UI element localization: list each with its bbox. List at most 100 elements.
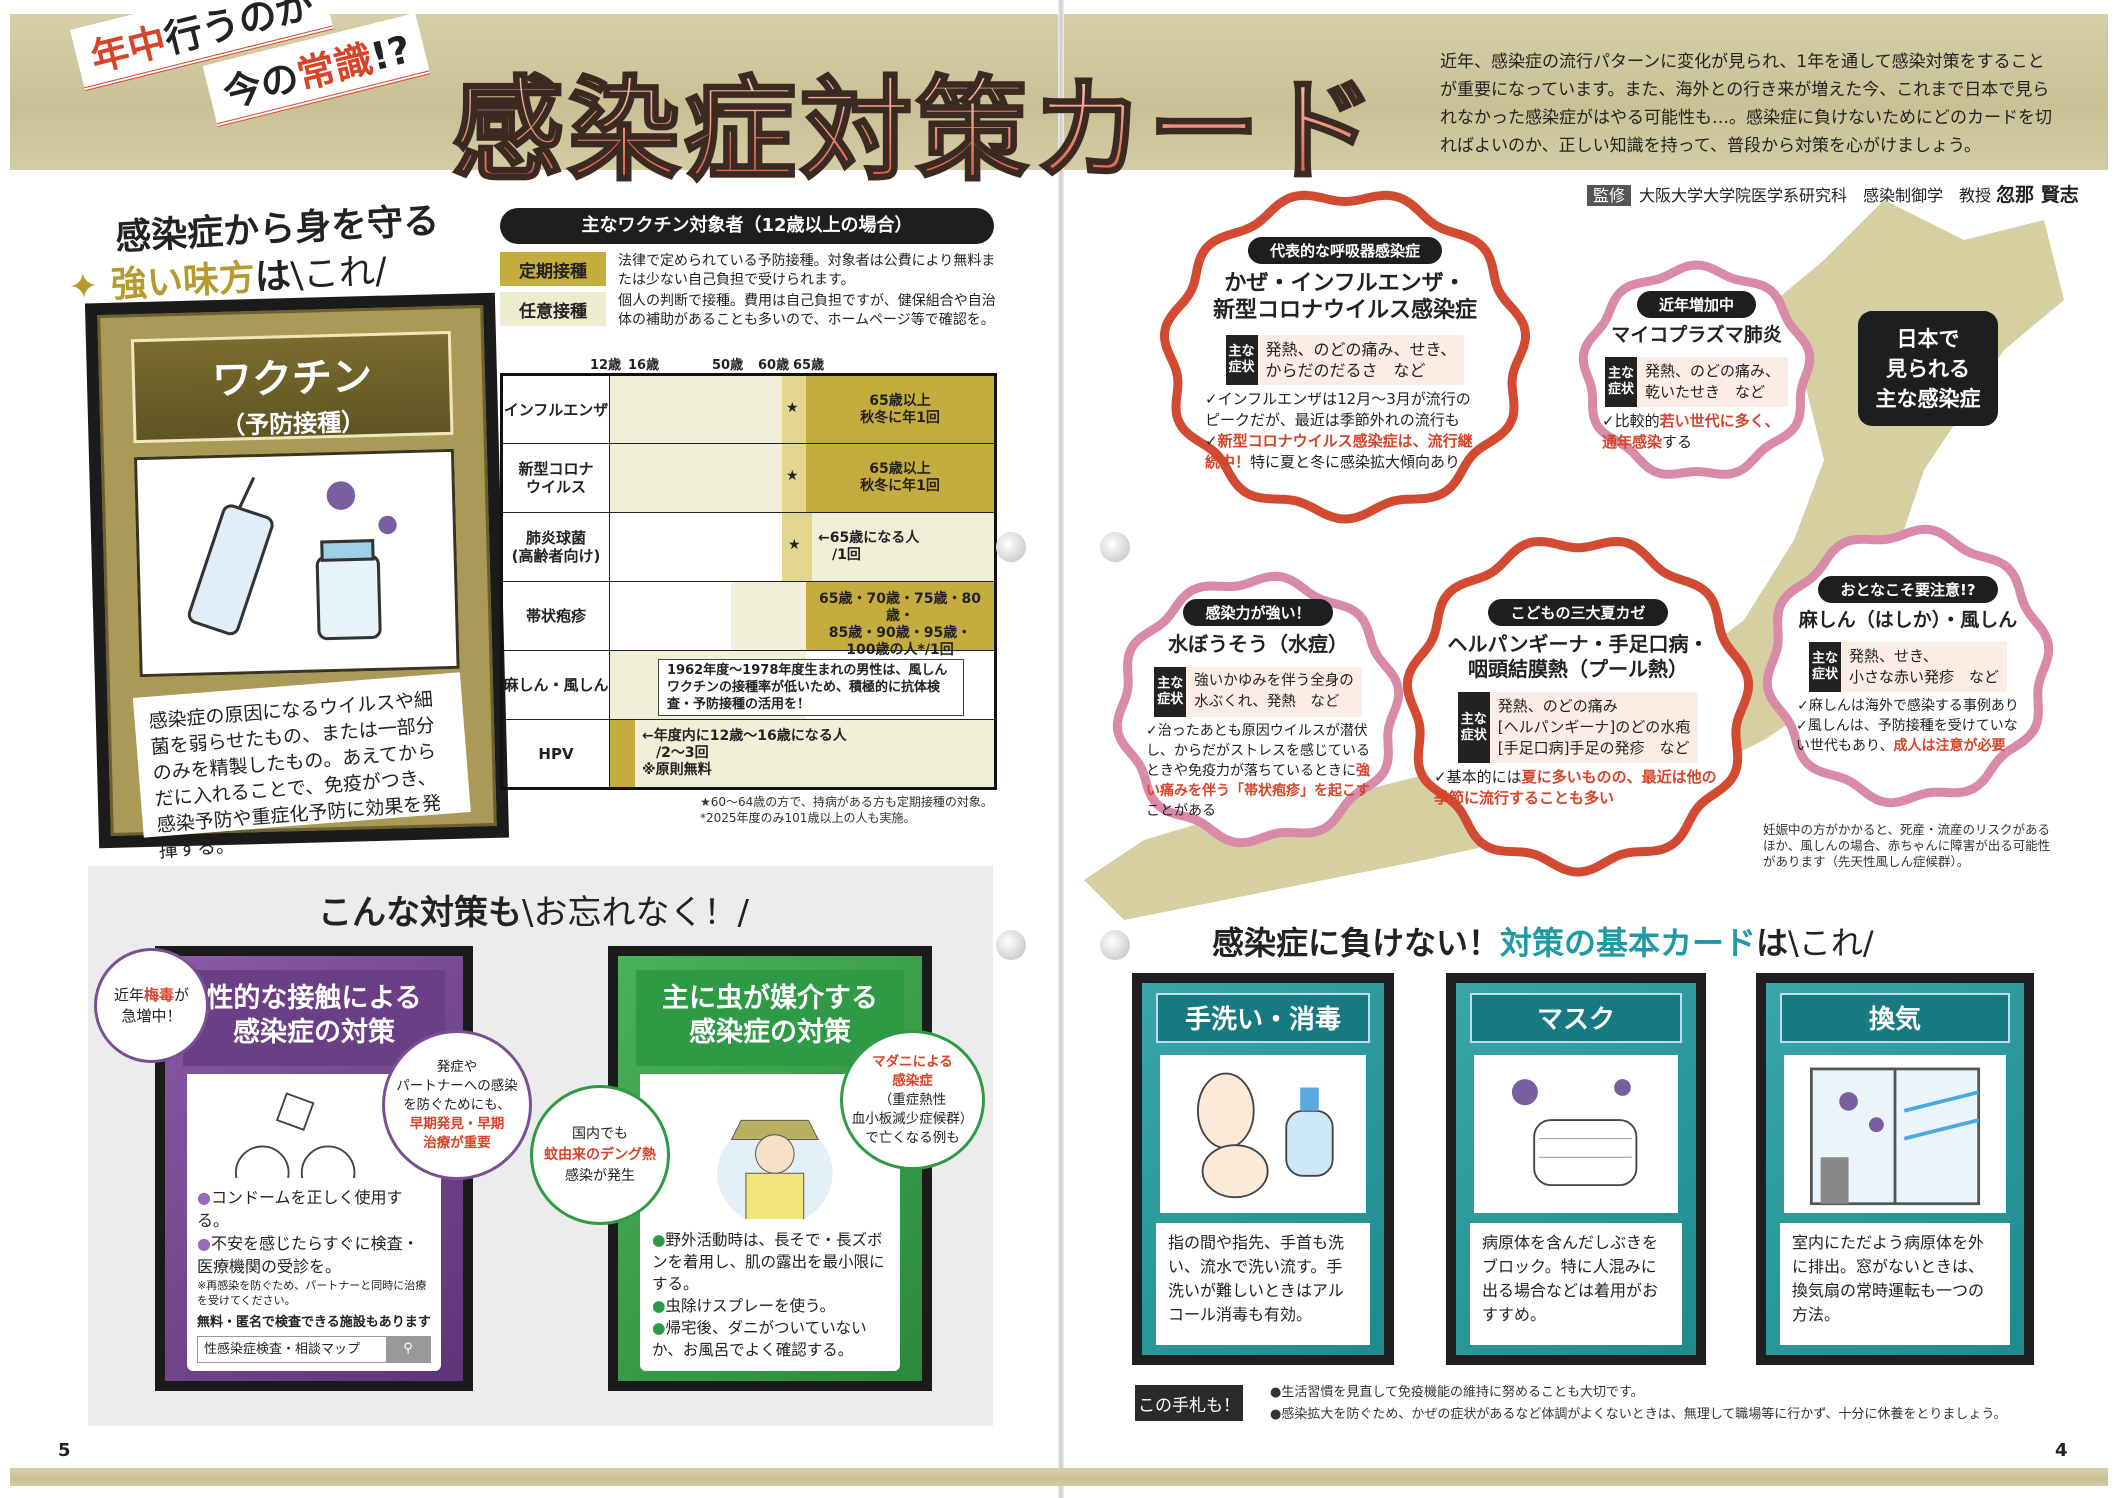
age-tick: 12歳	[590, 358, 622, 373]
list-item: ●野外活動時は、長そで・長ズボンを着用し、肌の露出を最小限にする。	[652, 1229, 888, 1295]
dengue-bubble: 国内でも蚊由来のデング熱感染が発生	[530, 1085, 670, 1225]
table-row: 帯状疱疹 65歳・70歳・75歳・80歳・ 85歳・90歳・95歳・ 100歳の人…	[501, 581, 996, 658]
check-text: 比較的	[1614, 412, 1660, 431]
symptoms-box: 主な 症状発熱、のどの痛み [ヘルパンギーナ]のどの水疱 [手足口病]手足の発疹…	[1457, 692, 1699, 763]
check-emphasis: 成人は注意が必要	[1893, 738, 2006, 755]
check-emphasis: 新型コロナウイルス感染症は、流行継続中！	[1205, 431, 1473, 471]
basic-cards-heading: 感染症に負けない！対策の基本カードは\これ/	[1212, 918, 1874, 964]
symptoms-label: 主な 症状	[1604, 357, 1637, 408]
age-tick: 16歳	[628, 358, 660, 373]
disease-name: かぜ・インフルエンザ・ 新型コロナウイルス感染症	[1212, 270, 1477, 324]
intro-text: 近年、感染症の流行パターンに変化が見られ、1年を通して感染対策をすることが重要に…	[1440, 52, 2052, 156]
map-label: 日本で 見られる 主な感染症	[1858, 311, 1998, 426]
bubble-red: マダニによる 感染症	[872, 1053, 953, 1089]
row-note: 65歳以上 秋冬に年1回	[860, 393, 940, 426]
bubble-text: が 急増中！	[121, 985, 190, 1025]
symptoms-box: 主な 症状発熱、のどの痛み、せき、 からだのだるさ など	[1225, 334, 1465, 385]
bullet-icon: ●	[197, 1234, 211, 1253]
bullet-icon: ●	[197, 1188, 211, 1207]
legend-optional: 任意接種 個人の判断で接種。費用は自己負担ですが、健保組合や自治体の補助があるこ…	[500, 292, 997, 330]
vaccine-description: 感染症の原因になるウイルスや細菌を弱らせたもの、または一部分のみを精製したもの。…	[132, 672, 471, 862]
disease-tag: 代表的な呼吸器感染症	[1247, 236, 1442, 264]
mask-illustration	[1474, 1055, 1678, 1213]
check-item: ✓新型コロナウイルス感染症は、流行継続中！特に夏と冬に感染拡大傾向あり	[1205, 431, 1473, 471]
heading-text: 感染症に負けない！	[1212, 924, 1501, 962]
table-footnote: *2025年度のみ101歳以上の人も実施。	[700, 811, 916, 825]
vaccine-card-title: ワクチン	[211, 353, 373, 405]
insect-card-text: ●野外活動時は、長そで・長ズボンを着用し、肌の露出を最小限にする。 ●虫除けスプ…	[640, 1219, 900, 1371]
japan-map	[1084, 200, 2064, 920]
check-emphasis: 若い世代に多く、通年感染	[1602, 412, 1780, 452]
bubble-text: 発症や パートナーへの感染 を防ぐためにも、	[396, 1058, 518, 1113]
window-illustration	[1784, 1055, 2006, 1213]
supervision-line: 監修大阪大学大学院医学系研究科 感染制御学 教授 忽那 賢志	[1587, 180, 2079, 207]
list-item: ●コンドームを正しく使用する。	[197, 1186, 431, 1232]
extra-tip: ●生活習慣を見直して免疫機能の維持に努めることも大切です。	[1270, 1385, 1644, 1400]
heading-kore-text: \これ/	[289, 250, 389, 297]
test-map-search[interactable]: 性感染症検査・相談マップ⚲	[197, 1336, 431, 1363]
symptoms-text: 発熱、せき、 小さな赤い発疹 など	[1848, 647, 1999, 687]
legend-optional-desc: 個人の判断で接種。費用は自己負担ですが、健保組合や自治体の補助があることも多いの…	[618, 293, 996, 328]
tagline-red-2: 常識	[292, 36, 378, 98]
card-title: 手洗い・消毒	[1156, 993, 1370, 1043]
check-item: ✓インフルエンザは12月〜3月が流行のピークだが、最近は季節外れの流行も	[1205, 389, 1471, 429]
supervision-tag: 監修	[1587, 185, 1632, 206]
list-item: ●不安を感じたらすぐに検査・医療機関の受診を。	[197, 1232, 431, 1278]
check-text: 治ったあとも原因ウイルスが潜伏し、からだがストレスを感じているときや免疫力が落ち…	[1146, 722, 1370, 779]
syphilis-bubble: 近年梅毒が 急増中！	[94, 948, 209, 1063]
small-note: ※再感染を防ぐため、パートナーと同時に治療を受けてください。	[197, 1279, 427, 1307]
card-text: 指の間や指先、手首も洗い、流水で洗い流す。手洗いが難しいときはアルコール消毒も有…	[1156, 1223, 1370, 1345]
bubble-red: 梅毒	[143, 985, 174, 1004]
check-item: ✓風しんは、予防接種を受けていない世代もあり、成人は注意が必要	[1796, 718, 2018, 755]
heading-rest: \お忘れなく！/	[522, 893, 749, 933]
disease-name: 水ぼうそう（水痘）	[1168, 631, 1348, 656]
vaccine-table-title: 主なワクチン対象者（12歳以上の場合）	[500, 208, 994, 244]
card-handwashing: 手洗い・消毒 指の間や指先、手首も洗い、流水で洗い流す。手洗いが難しいときはアル…	[1132, 973, 1394, 1365]
age-tick: 60歳	[758, 358, 790, 373]
item-text: 不安を感じたらすぐに検査・医療機関の受診を。	[197, 1234, 419, 1276]
table-row: HPV←年度内に12歳〜16歳になる人 /2〜3回 ※原則無料	[501, 719, 996, 789]
card-ventilation: 換気 室内にただよう病原体を外に排出。窓がないときは、換気扇の常時運転も一つの方…	[1756, 973, 2034, 1365]
heading-rest-text: は	[253, 255, 292, 299]
check-emphasis: 夏に多いものの、最近は他の季節に流行することも多い	[1434, 768, 1717, 807]
table-row: インフルエンザ★65歳以上 秋冬に年1回	[501, 374, 996, 444]
footer-band	[10, 1468, 2108, 1486]
item-text: コンドームを正しく使用する。	[197, 1188, 403, 1230]
binder-hole	[996, 930, 1026, 960]
search-icon[interactable]: ⚲	[386, 1337, 430, 1362]
check-item: ✓麻しんは海外で感染する事例あり	[1797, 698, 2019, 715]
check-text: ことがある	[1146, 802, 1216, 819]
row-label: 肺炎球菌 (高齢者向け)	[501, 512, 610, 582]
heading-teal: 対策の基本カード	[1500, 924, 1757, 962]
sparkle-icon: ✦	[67, 265, 100, 309]
row-note: ←65歳になる人 /1回	[818, 530, 920, 563]
symptoms-text: 発熱、のどの痛み、 乾いたせき など	[1644, 362, 1780, 402]
heading-text: は	[1756, 924, 1789, 962]
disease-summer-cold: こどもの三大夏カゼ ヘルパンギーナ・手足口病・ 咽頭結膜熱（プール熱） 主な 症…	[1398, 528, 1758, 880]
symptoms-label: 主な 症状	[1225, 334, 1258, 385]
star-mark: ★	[788, 537, 801, 553]
item-text: 野外活動時は、長そで・長ズボンを着用し、肌の露出を最小限にする。	[652, 1231, 885, 1293]
page-gutter	[1058, 0, 1064, 1498]
symptoms-text: 発熱、のどの痛み、せき、 からだのだるさ など	[1265, 339, 1457, 380]
other-measures-heading: こんな対策も\お忘れなく！/	[318, 885, 749, 934]
row-label: 麻しん・風しん	[501, 650, 610, 720]
disease-name: マイコプラズマ肺炎	[1611, 323, 1782, 346]
bubble-text: 近年	[113, 985, 144, 1004]
symptoms-box: 主な 症状発熱、せき、 小さな赤い発疹 など	[1808, 642, 2007, 693]
bubble-red: 早期発見・早期 治療が重要	[409, 1115, 505, 1151]
vaccine-card: ワクチン（予防接種） 感染症の原因になるウイルスや細菌を弱らせたもの、または一部…	[84, 292, 510, 862]
disease-measles-rubella: おとなこそ要注意!? 麻しん（はしか）・風しん 主な 症状発熱、せき、 小さな赤…	[1758, 520, 2058, 812]
bullet-icon: ●	[652, 1319, 666, 1337]
extra-tips-label: この手札も！	[1135, 1385, 1243, 1421]
row-note: 65歳・70歳・75歳・80歳・ 85歳・90歳・95歳・ 100歳の人*/1回	[819, 591, 981, 658]
row-label: 帯状疱疹	[501, 581, 610, 651]
disease-mycoplasma: 近年増加中 マイコプラズマ肺炎 主な 症状発熱、のどの痛み、 乾いたせき など …	[1574, 257, 1819, 487]
check-emphasis: 強い痛みを伴う「帯状疱疹」を起こす	[1146, 762, 1370, 799]
list-item: ●帰宅後、ダニがついていないか、お風呂でよく確認する。	[652, 1317, 888, 1361]
bubble-red: 蚊由来のデング熱	[544, 1146, 656, 1163]
disease-tag: こどもの三大夏カゼ	[1488, 599, 1668, 626]
supervision-name: 忽那 賢志	[1996, 184, 2079, 206]
disease-chickenpox: 感染力が強い！ 水ぼうそう（水痘） 主な 症状強いかゆみを伴う全身の 水ぶくれ、…	[1108, 567, 1408, 852]
